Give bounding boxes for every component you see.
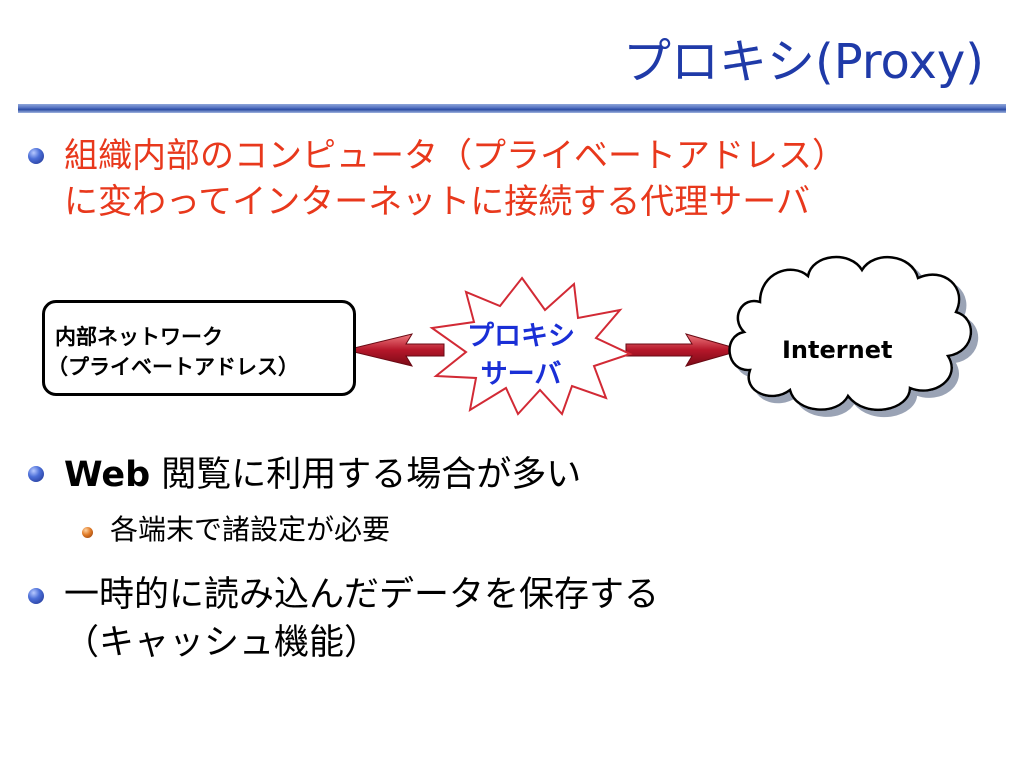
bullet-2-sub: 各端末で諸設定が必要	[110, 513, 391, 546]
arrow-to-internet	[625, 333, 744, 367]
slide-title: プロキシ(Proxy)	[623, 34, 984, 90]
private-address-label: （プライベートアドレス）	[47, 355, 299, 379]
bullet-1-line-1: 組織内部のコンピュータ（プライベートアドレス）	[64, 136, 846, 176]
arrow-to-internal	[345, 333, 445, 367]
proxy-starburst	[429, 276, 633, 416]
bullet-icon	[28, 466, 44, 482]
bullet-icon	[28, 148, 44, 164]
internet-cloud	[728, 255, 973, 412]
proxy-label-line-2: サーバ	[480, 359, 562, 390]
title-underline	[18, 104, 1006, 113]
web-keyword: Web	[64, 455, 151, 495]
bullet-3-line-1: 一時的に読み込んだデータを保存する	[64, 575, 660, 615]
bullet-3-line-2: （キャッシュ機能）	[64, 623, 380, 663]
bullet-icon	[28, 588, 44, 604]
bullet-2-text: 閲覧に利用する場合が多い	[150, 455, 582, 495]
internet-label: Internet	[782, 336, 893, 364]
sub-bullet-icon	[82, 527, 93, 538]
bullet-2: Web 閲覧に利用する場合が多い	[64, 446, 581, 497]
internal-network-label: 内部ネットワーク	[55, 325, 223, 349]
bullet-1-line-2: に変わってインターネットに接続する代理サーバ	[64, 182, 810, 222]
internal-network-box: 内部ネットワーク （プライベートアドレス）	[42, 300, 356, 396]
proxy-label-line-1: プロキシ	[467, 321, 575, 352]
